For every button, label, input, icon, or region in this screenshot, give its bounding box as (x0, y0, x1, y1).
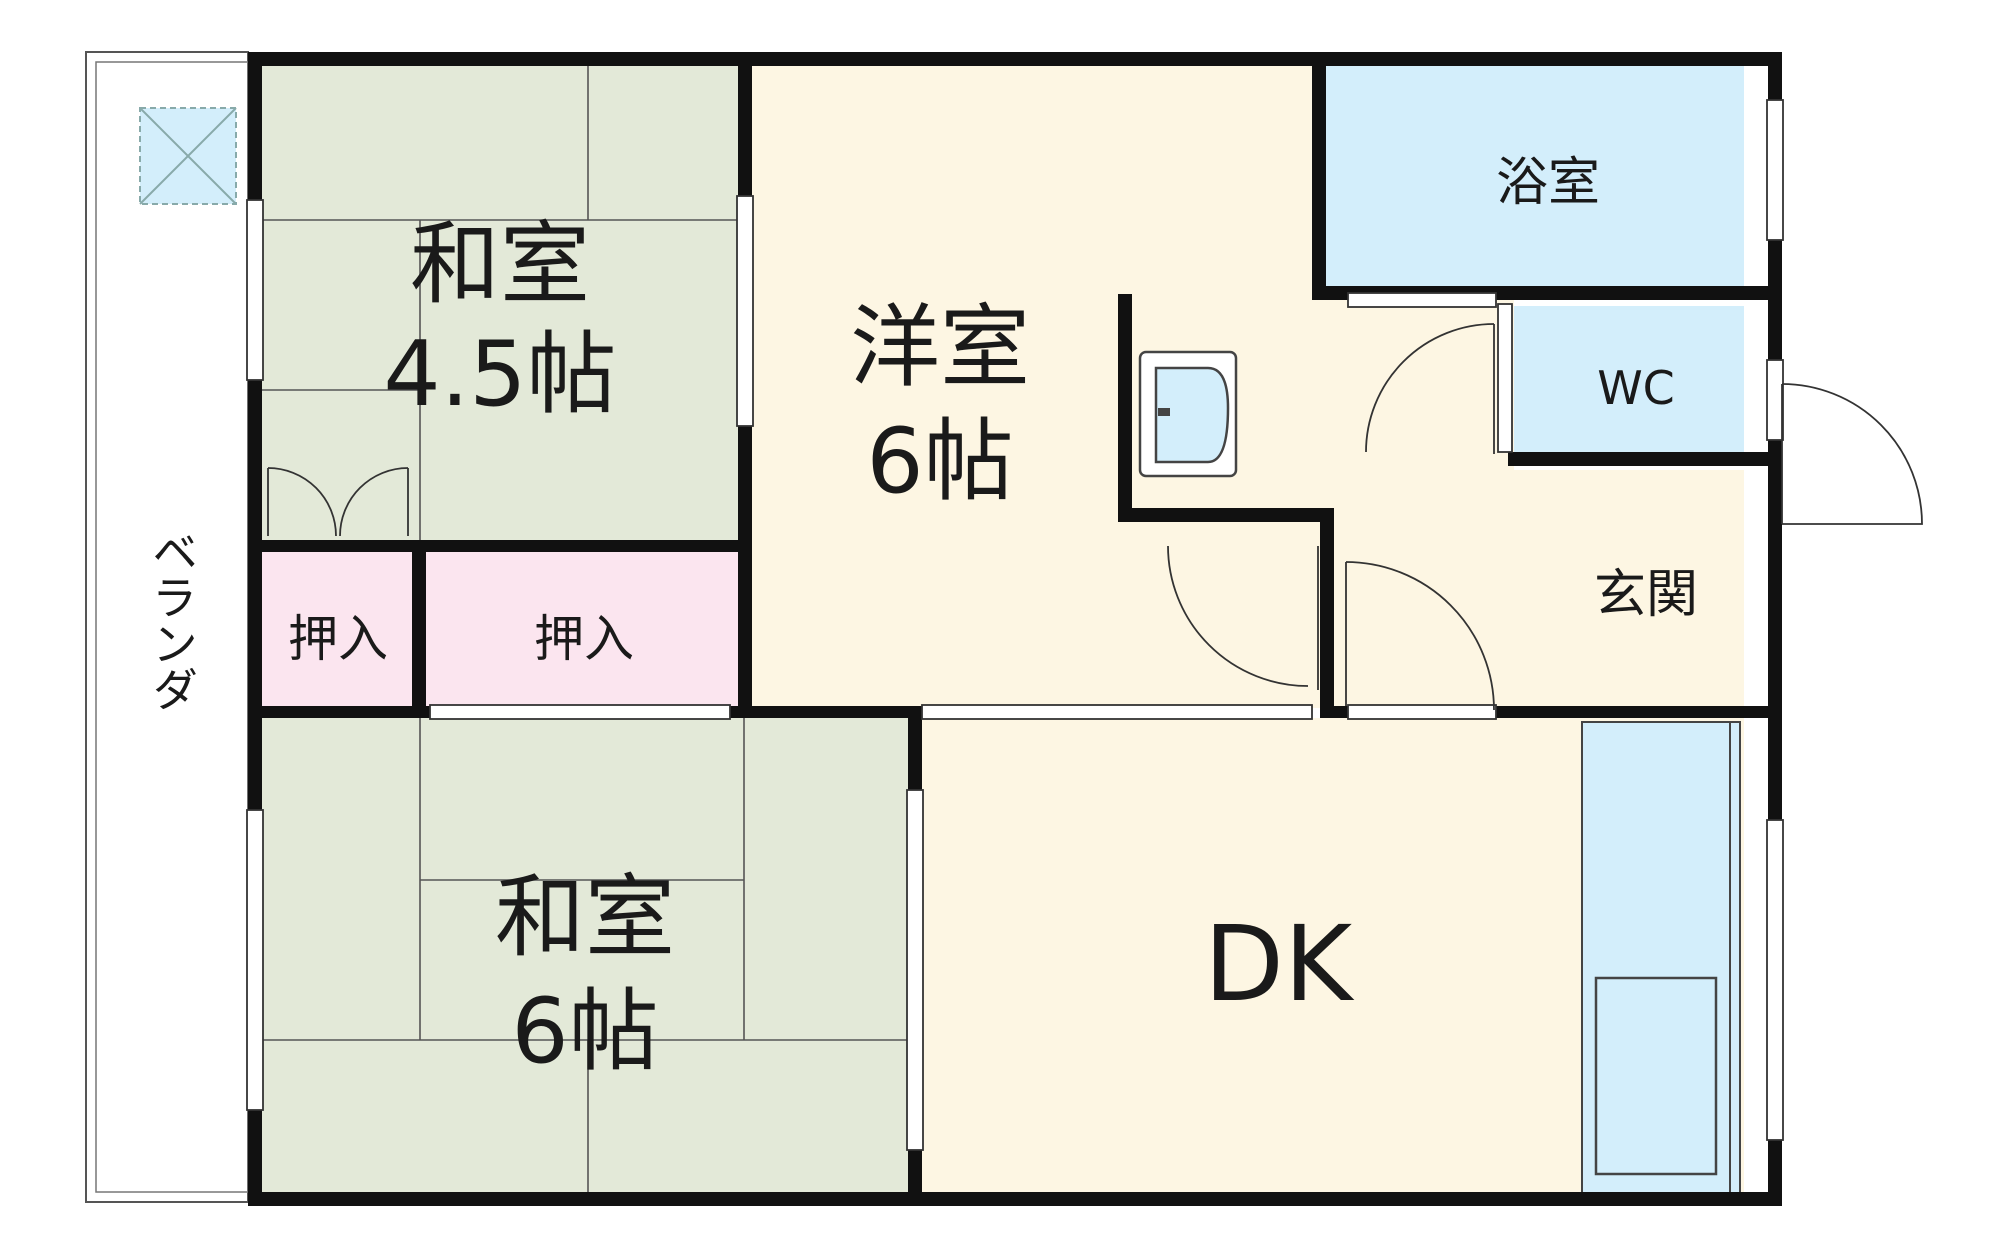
drain-icon (139, 107, 237, 205)
wc-label: WC (1597, 361, 1675, 415)
veranda-area (85, 51, 249, 1203)
entrance-floor (1514, 470, 1744, 708)
washitsu-large-size: 6帖 (511, 979, 658, 1084)
washitsu-small-floor (258, 62, 744, 542)
veranda-label: ベランダ (145, 528, 199, 712)
wc-floor (1514, 306, 1744, 458)
closet-large-floor (426, 552, 744, 708)
kitchen-counter (1581, 721, 1741, 1199)
bath-label: 浴室 (1496, 153, 1600, 213)
yoshitsu-size: 6帖 (866, 409, 1013, 514)
washbasin-icon (1138, 350, 1238, 478)
dk-label: DK (1204, 903, 1355, 1025)
closet-large-label: 押入 (534, 610, 634, 668)
washitsu-small-size: 4.5帖 (383, 322, 616, 427)
bath-floor (1314, 62, 1744, 294)
washitsu-large-floor (258, 718, 908, 1198)
tatami-lines (258, 62, 908, 1198)
kitchen-sink (1594, 976, 1718, 1176)
washitsu-small-label: 和室 (410, 212, 590, 317)
yoshitsu-label: 洋室 (850, 295, 1030, 400)
windows (246, 99, 1784, 1151)
entrance-label: 玄関 (1594, 565, 1698, 625)
washitsu-large-label: 和室 (495, 865, 675, 970)
closet-small-floor (258, 552, 414, 708)
closet-small-label: 押入 (288, 610, 388, 668)
door-swings (267, 323, 1923, 711)
